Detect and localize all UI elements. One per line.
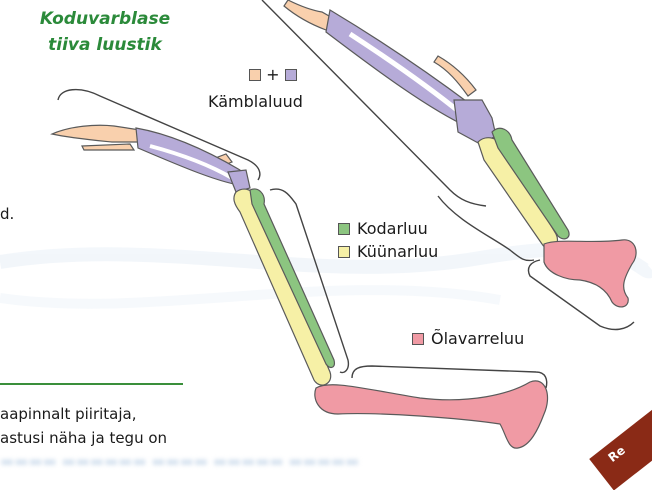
swatch-humerus [412, 333, 424, 345]
right-metacarpals [284, 0, 496, 144]
legend-humerus: Õlavarreluu [412, 329, 524, 348]
legend-radius: Kodarluu [338, 219, 428, 238]
bracket-humerus [352, 366, 547, 388]
swatch-ulna [338, 246, 350, 258]
swatch-lavender [285, 69, 297, 81]
swatch-plus: + [266, 65, 279, 84]
title-line-1: Koduvarblase [20, 6, 190, 32]
legend-radius-label: Kodarluu [357, 219, 428, 238]
diagram-canvas [0, 0, 652, 463]
text-fragment-left: d. [0, 205, 14, 223]
right-forearm [478, 128, 569, 248]
title-line-2: tiiva luustik [20, 32, 190, 58]
text-fragment-line-2: astusi näha ja tegu on [0, 429, 167, 447]
metacarpal-swatches: + [249, 65, 297, 84]
legend-ulna: Küünarluu [338, 242, 438, 261]
legend-ulna-label: Küünarluu [357, 242, 438, 261]
corner-badge-text: Re [606, 443, 628, 465]
metacarpal-label: Kämblaluud [208, 92, 303, 111]
wing-skeleton-diagram: Koduvarblase tiiva luustik + Kämblaluud … [0, 0, 652, 463]
swatch-peach [249, 69, 261, 81]
section-rule [0, 383, 183, 385]
left-metacarpals [136, 128, 250, 192]
swatch-radius [338, 223, 350, 235]
right-humerus [544, 240, 636, 307]
text-fragment-line-1: aapinnalt piiritaja, [0, 405, 137, 423]
legend-humerus-label: Õlavarreluu [431, 329, 524, 348]
diagram-title: Koduvarblase tiiva luustik [20, 6, 190, 58]
left-humerus [315, 381, 548, 448]
text-fragment-line-3-cut: ▬▬▬▬ ▬▬▬▬▬▬ ▬▬▬▬ ▬▬▬▬▬ ▬▬▬▬▬ [0, 452, 359, 470]
